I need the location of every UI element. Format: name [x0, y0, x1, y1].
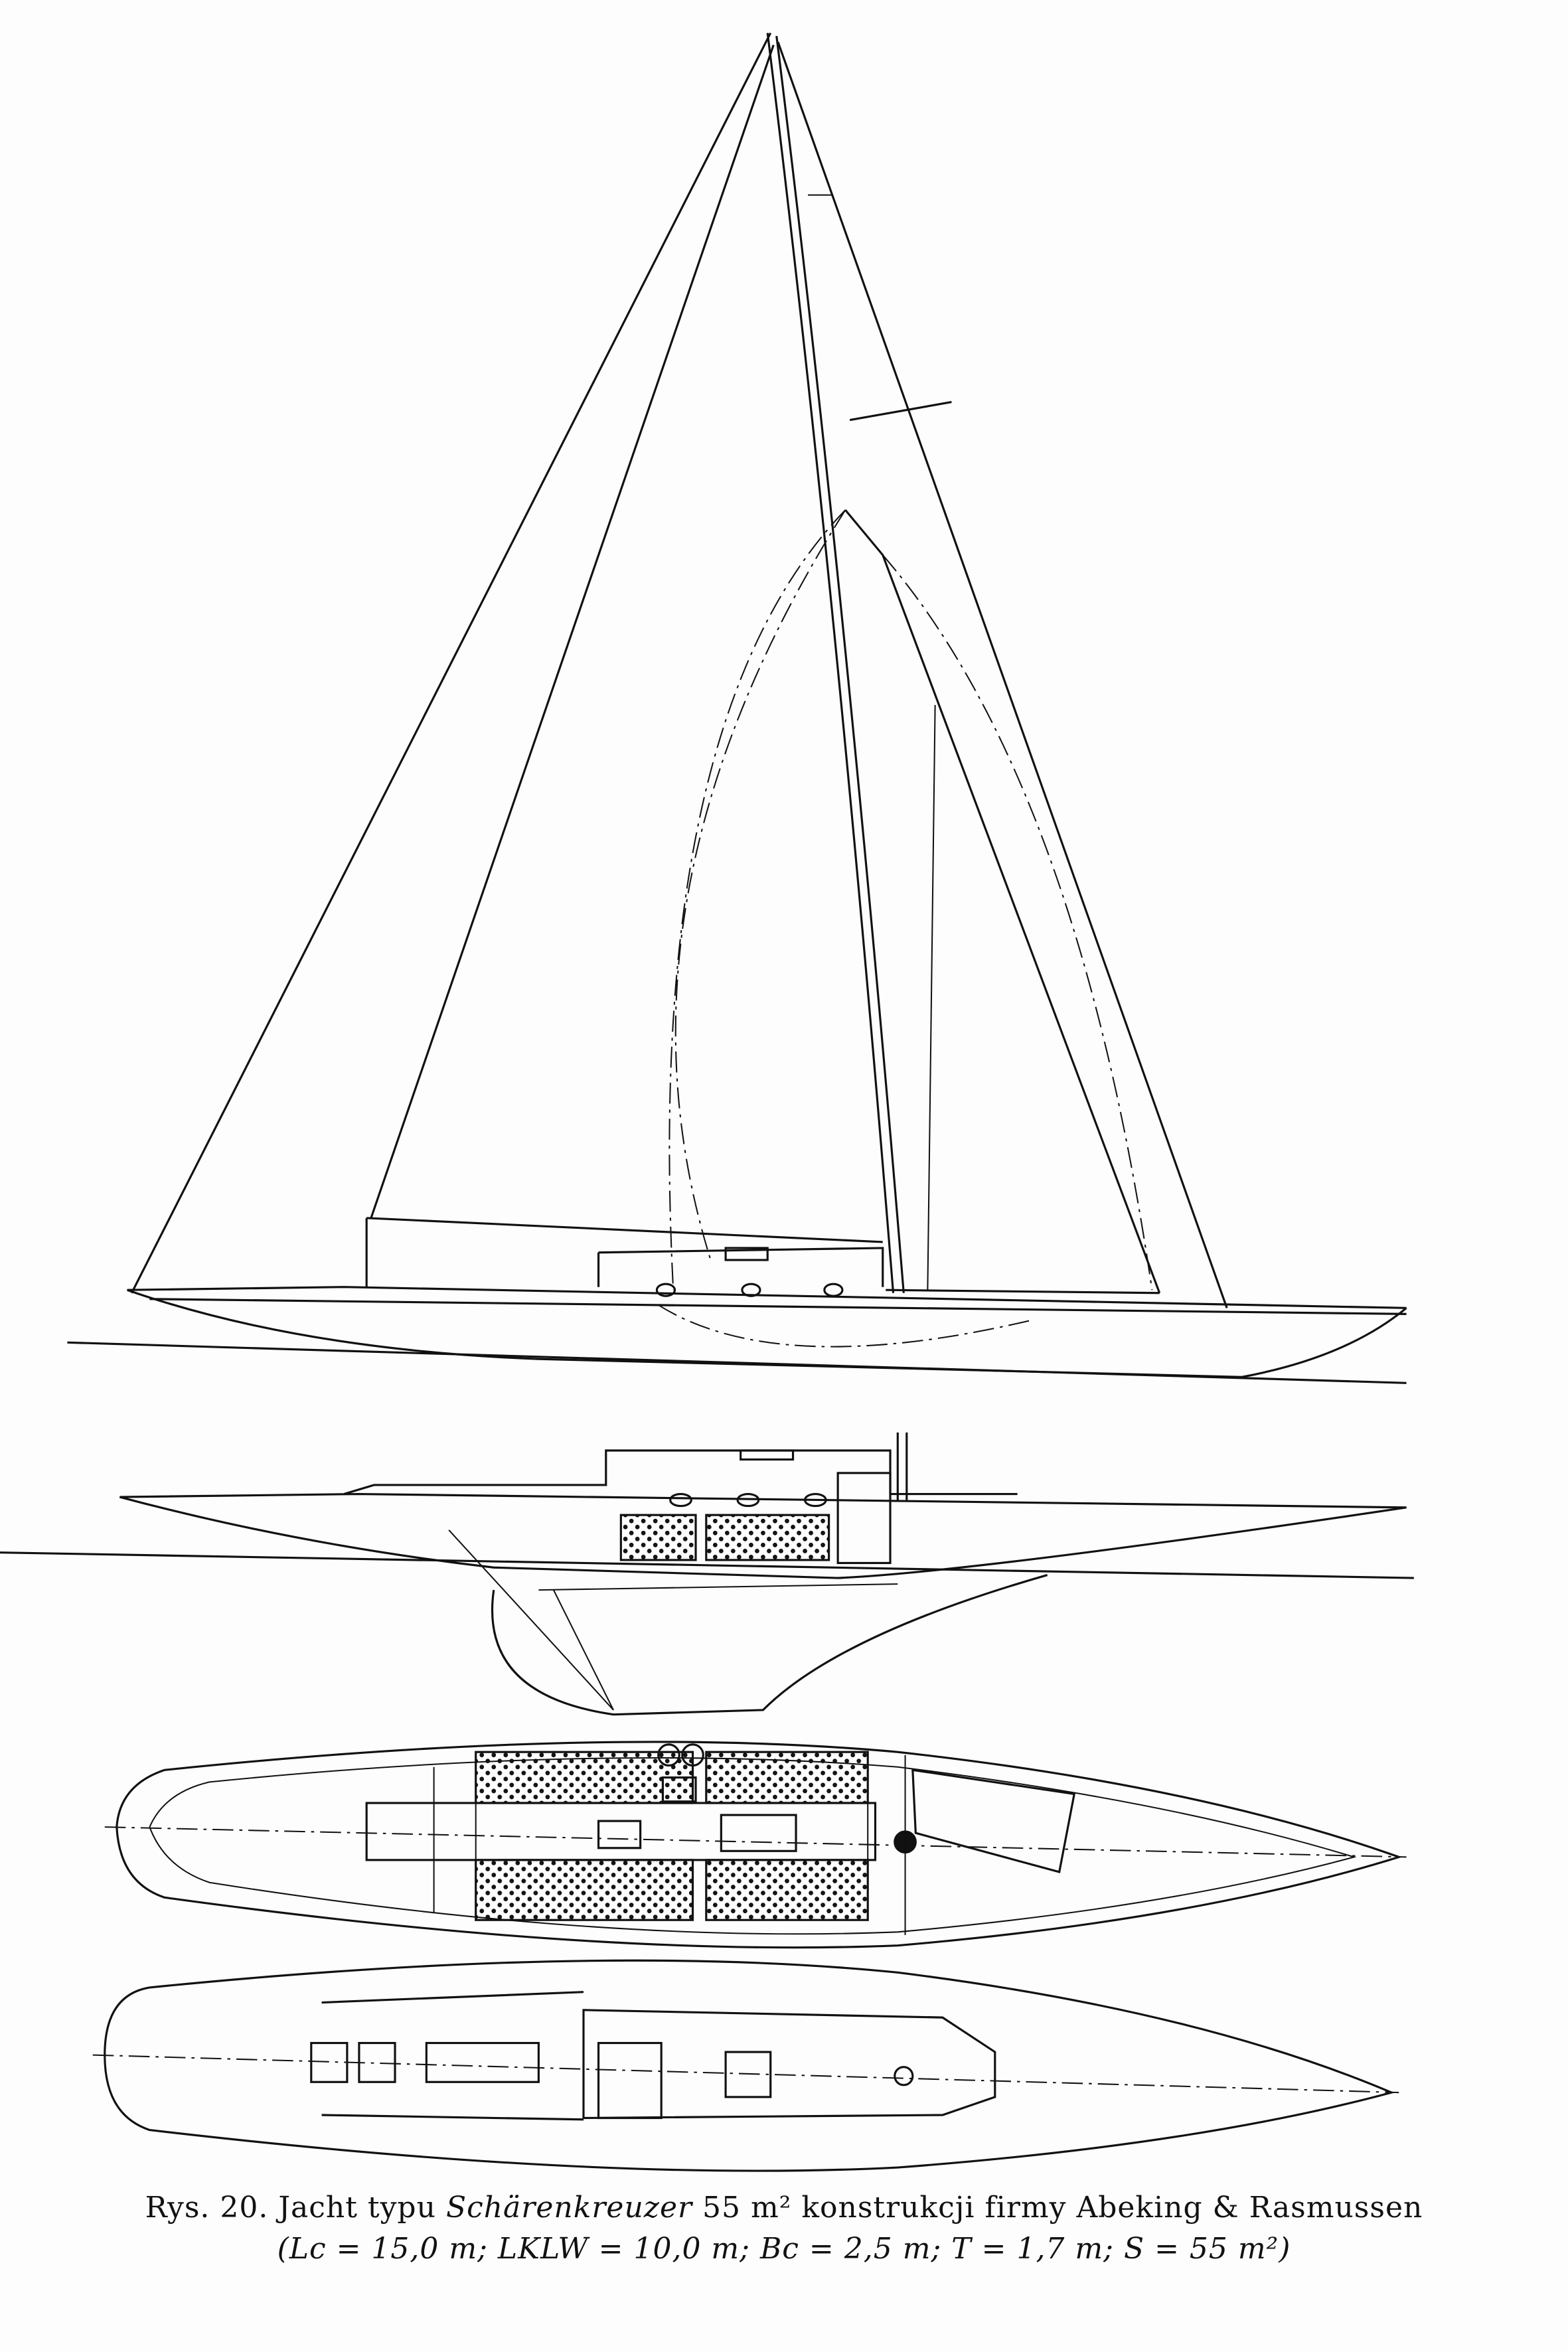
hatch: [358, 2041, 396, 2083]
berth-dotted: [475, 1859, 694, 1921]
figure-caption-line-1: Rys. 20. Jacht typu Schärenkreuzer 55 m²…: [0, 2191, 1568, 2225]
spinnaker-curve-2: [674, 509, 846, 1261]
profile-section: [0, 1432, 1414, 1716]
porthole: [823, 1283, 844, 1297]
genoa-curve: [882, 554, 1153, 1291]
sail-plan: [67, 32, 1407, 1384]
mast-stub: [896, 1432, 908, 1500]
spinnaker-foot: [658, 1304, 1033, 1348]
vent-box: [724, 2051, 772, 2098]
mast-aft: [775, 36, 905, 1293]
toerail: [321, 1991, 584, 2121]
sheer-line: [149, 1298, 1407, 1315]
coachroof: [582, 2009, 996, 2120]
mainsail-leech: [777, 41, 1228, 1308]
wc: [657, 1743, 680, 1767]
hatch: [724, 1247, 769, 1261]
inner-jib: [927, 704, 936, 1291]
basin: [681, 1743, 704, 1767]
forestay: [130, 32, 772, 1294]
headboard: [849, 401, 952, 422]
caption-suffix: 55 m² konstrukcji firmy Abeking & Rasmus…: [702, 2191, 1423, 2225]
mast-hole: [894, 2066, 914, 2086]
hatch: [310, 2041, 349, 2083]
sail-locker: [911, 1768, 1076, 1873]
hatch-grate: [597, 1820, 642, 1849]
inner-jib-luff: [844, 509, 1161, 1294]
mast: [766, 33, 895, 1293]
bulkhead-hatched: [836, 1472, 892, 1565]
porthole: [669, 1492, 692, 1508]
hull-inner: [149, 1757, 1357, 1935]
hull-outline: [104, 1959, 1395, 2172]
jib-leech: [370, 44, 775, 1219]
waterline: [0, 1551, 1414, 1579]
spinnaker-curve: [668, 509, 846, 1291]
bulkheads: [433, 1752, 906, 1935]
settee-dotted: [705, 1514, 830, 1561]
hull-section: [119, 1496, 1407, 1579]
deck-plan-interior: [104, 1741, 1407, 1949]
caption-yacht-type: Schärenkreuzer: [445, 2191, 693, 2225]
hull-bottom: [127, 1289, 1407, 1378]
hatch: [740, 1449, 795, 1461]
berth-dotted: [705, 1859, 869, 1921]
caption-prefix: Rys. 20. Jacht typu: [145, 2191, 436, 2225]
coaming: [365, 1217, 883, 1287]
skylight: [720, 1814, 797, 1852]
keel: [491, 1574, 1048, 1716]
waterline: [67, 1341, 1407, 1384]
porthole: [655, 1283, 676, 1297]
boom: [886, 1289, 1160, 1294]
deck-line: [119, 1492, 1407, 1509]
cabin-sole: [538, 1583, 898, 1591]
centerline: [104, 1826, 1407, 1858]
berth-dotted: [705, 1751, 869, 1804]
deck-plan-top: [92, 1959, 1399, 2172]
companionway: [597, 2041, 663, 2120]
settee-dotted-2: [619, 1514, 697, 1561]
centerline: [92, 2054, 1399, 2094]
skylight: [425, 2041, 540, 2083]
galley: [661, 1776, 697, 1803]
cabin: [365, 1802, 877, 1861]
berth-dotted: [475, 1751, 694, 1804]
porthole: [803, 1492, 827, 1508]
porthole: [736, 1492, 760, 1508]
figure-caption-dimensions: (Lc = 15,0 m; LKLW = 10,0 m; Bc = 2,5 m;…: [277, 2232, 1291, 2266]
cabin-top: [343, 1449, 1018, 1496]
keel-inner: [448, 1529, 614, 1711]
deck-line: [127, 1286, 1407, 1309]
cabin-top: [597, 1247, 884, 1287]
